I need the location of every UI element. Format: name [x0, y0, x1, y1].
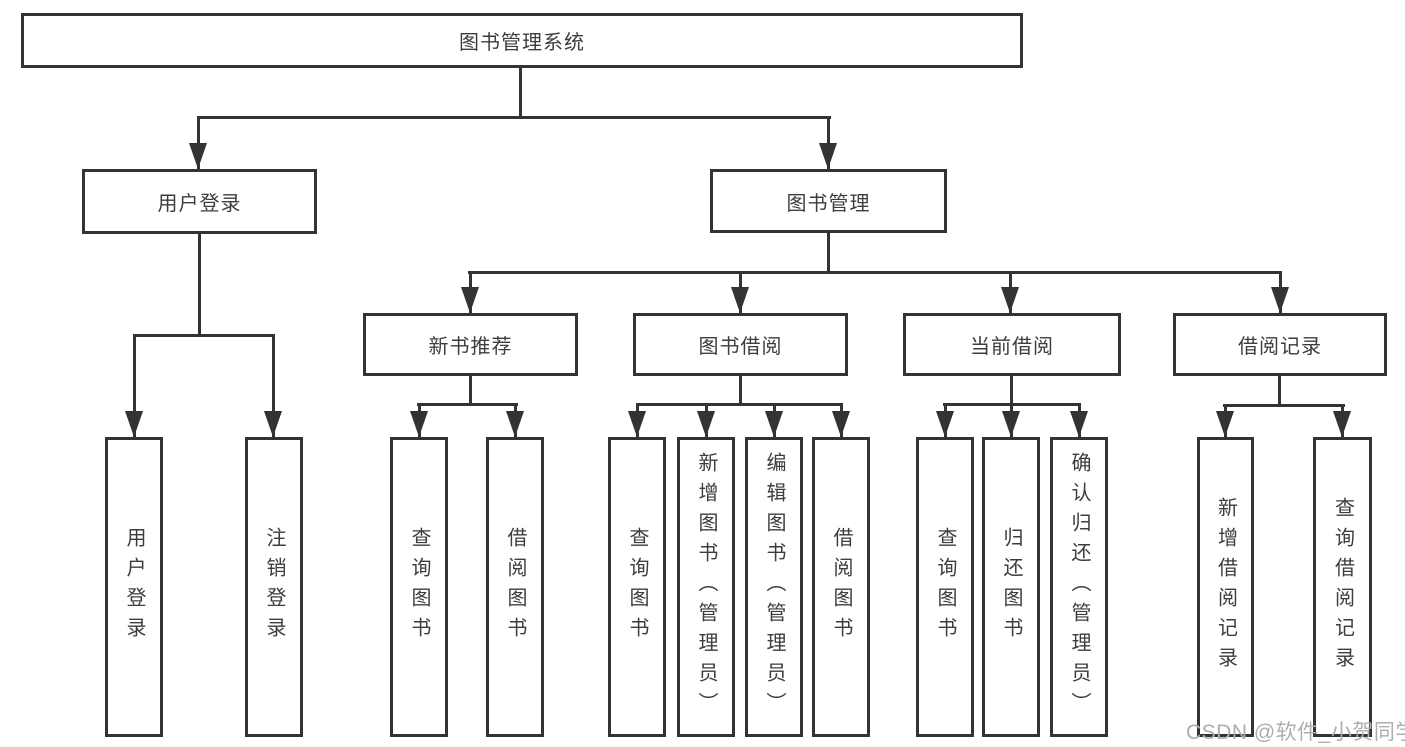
- leaf-label: 确认归还（管理员）: [1068, 452, 1090, 722]
- connector-line: [197, 116, 200, 169]
- node-label: 当前借阅: [970, 336, 1054, 358]
- arrow-down-icon: [819, 143, 837, 169]
- leaf-borrow-books: 借阅图书: [812, 437, 870, 737]
- arrow-down-icon: [410, 411, 428, 437]
- connector-line: [469, 376, 472, 406]
- connector-line: [197, 116, 831, 119]
- connector-line: [739, 376, 742, 406]
- arrow-down-icon: [628, 411, 646, 437]
- leaf-logout: 注销登录: [245, 437, 303, 737]
- connector-line: [133, 334, 136, 437]
- leaf-add-books-admin: 新增图书（管理员）: [677, 437, 735, 737]
- node-label: 图书管理系统: [459, 32, 585, 54]
- node-label: 新书推荐: [428, 336, 513, 358]
- arrow-down-icon: [936, 411, 954, 437]
- leaf-label: 借阅图书: [830, 527, 852, 647]
- connector-line: [272, 334, 275, 437]
- leaf-label: 查询借阅记录: [1331, 497, 1354, 677]
- leaf-label: 新增借阅记录: [1214, 497, 1237, 677]
- arrow-down-icon: [765, 411, 783, 437]
- leaf-label: 注销登录: [263, 527, 285, 647]
- node-current-borrowing: 当前借阅: [903, 313, 1121, 376]
- connector-line: [1010, 376, 1013, 406]
- csdn-watermark: CSDN @软件_小贺同学: [1186, 721, 1405, 744]
- leaf-label: 编辑图书（管理员）: [763, 452, 785, 722]
- leaf-label: 用户登录: [123, 527, 145, 647]
- connector-line: [468, 271, 1282, 274]
- arrow-down-icon: [1333, 411, 1351, 437]
- arrow-down-icon: [125, 411, 143, 437]
- leaf-edit-books-admin: 编辑图书（管理员）: [745, 437, 803, 737]
- arrow-down-icon: [731, 287, 749, 313]
- leaf-add-borrow-record: 新增借阅记录: [1197, 437, 1254, 737]
- node-label: 借阅记录: [1238, 336, 1322, 358]
- connector-line: [827, 233, 830, 274]
- node-library-management-system: 图书管理系统: [21, 13, 1023, 68]
- arrow-down-icon: [1070, 411, 1088, 437]
- leaf-label: 查询图书: [626, 527, 648, 647]
- node-label: 图书借阅: [698, 336, 783, 358]
- node-book-management: 图书管理: [710, 169, 947, 233]
- leaf-return-books: 归还图书: [982, 437, 1040, 737]
- arrow-down-icon: [1271, 287, 1289, 313]
- arrow-down-icon: [461, 287, 479, 313]
- leaf-confirm-return-admin: 确认归还（管理员）: [1050, 437, 1108, 737]
- leaf-borrow-books-recommend: 借阅图书: [486, 437, 544, 737]
- arrow-down-icon: [697, 411, 715, 437]
- leaf-label: 归还图书: [1000, 527, 1022, 647]
- connector-line: [417, 403, 518, 406]
- arrow-down-icon: [189, 143, 207, 169]
- arrow-down-icon: [1002, 411, 1020, 437]
- node-borrow-records: 借阅记录: [1173, 313, 1387, 376]
- arrow-down-icon: [506, 411, 524, 437]
- leaf-query-books-current: 查询图书: [916, 437, 974, 737]
- connector-line: [636, 403, 843, 406]
- leaf-label: 新增图书（管理员）: [695, 452, 717, 722]
- arrow-down-icon: [1216, 411, 1234, 437]
- leaf-query-borrow-record: 查询借阅记录: [1313, 437, 1372, 737]
- leaf-label: 查询图书: [934, 527, 956, 647]
- node-label: 图书管理: [786, 192, 871, 215]
- node-new-book-recommend: 新书推荐: [363, 313, 578, 376]
- connector-line: [198, 234, 201, 337]
- node-user-login: 用户登录: [82, 169, 317, 234]
- leaf-query-books-borrowing: 查询图书: [608, 437, 666, 737]
- leaf-user-login: 用户登录: [105, 437, 163, 737]
- connector-line: [519, 68, 522, 117]
- connector-line: [1223, 404, 1345, 407]
- connector-line: [1278, 376, 1281, 407]
- leaf-label: 查询图书: [408, 527, 430, 647]
- arrow-down-icon: [264, 411, 282, 437]
- connector-line: [133, 334, 275, 337]
- leaf-label: 借阅图书: [504, 527, 526, 647]
- arrow-down-icon: [832, 411, 850, 437]
- arrow-down-icon: [1001, 287, 1019, 313]
- connector-line: [827, 116, 830, 169]
- node-label: 用户登录: [157, 193, 242, 215]
- leaf-query-books-recommend: 查询图书: [390, 437, 448, 737]
- node-book-borrowing: 图书借阅: [633, 313, 848, 376]
